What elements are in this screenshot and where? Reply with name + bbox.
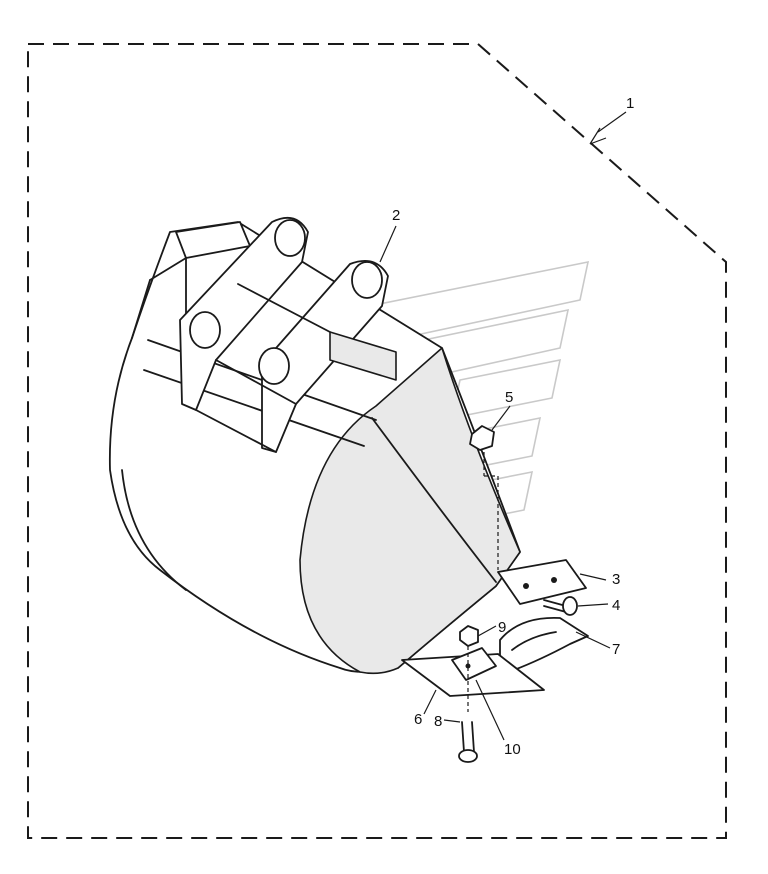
- callout-7: 7: [612, 641, 620, 658]
- part-bolt: [543, 596, 578, 616]
- leader-lines: [379, 111, 627, 741]
- part-tooth: [499, 616, 589, 671]
- callout-4: 4: [612, 597, 620, 614]
- part-side-cutter: [497, 559, 587, 605]
- cutting-edge: [371, 417, 497, 583]
- mounting-bracket: [179, 216, 397, 453]
- callout-10: 10: [504, 741, 521, 758]
- part-bolt-8: [458, 721, 478, 763]
- callout-6: 6: [414, 711, 422, 728]
- bucket-body: [108, 221, 521, 675]
- part-nut-5: [469, 425, 499, 570]
- callout-2: 2: [392, 207, 400, 224]
- callout-1: 1: [626, 95, 634, 112]
- callout-5: 5: [505, 389, 513, 406]
- part-nut-9: [459, 625, 479, 712]
- part-adapter-plate: [451, 647, 497, 681]
- kit-boundary: [27, 43, 727, 839]
- callout-9: 9: [498, 619, 506, 636]
- callout-8: 8: [434, 713, 442, 730]
- callout-3: 3: [612, 571, 620, 588]
